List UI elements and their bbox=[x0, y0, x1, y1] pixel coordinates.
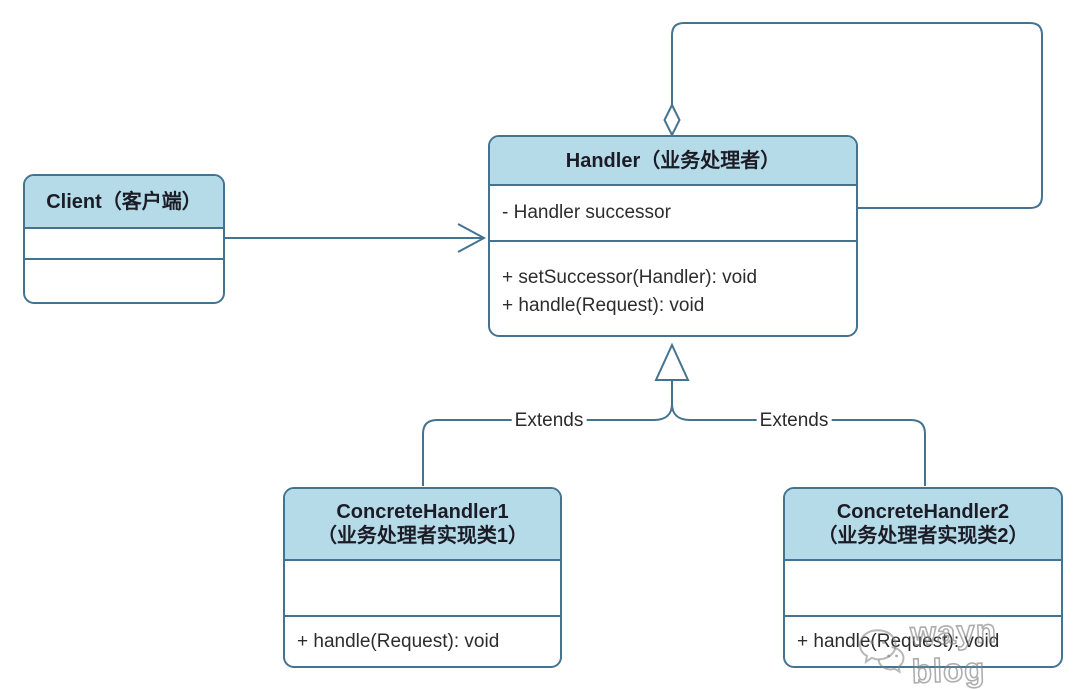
method-set-successor: + setSuccessor(Handler): void bbox=[502, 267, 758, 288]
class-concrete-handler1-methods: + handle(Request): void bbox=[285, 615, 560, 666]
class-concrete-handler1-name: ConcreteHandler1 bbox=[336, 501, 509, 523]
class-client: Client（客户端） bbox=[23, 174, 225, 304]
class-client-methods bbox=[25, 258, 223, 302]
class-concrete-handler1: ConcreteHandler1 （业务处理者实现类1） + handle(Re… bbox=[283, 487, 562, 668]
extends-label-right: Extends bbox=[756, 410, 832, 432]
inheritance-triangle-icon bbox=[654, 342, 690, 381]
class-concrete-handler2: ConcreteHandler2 （业务处理者实现类2） + handle(Re… bbox=[783, 487, 1063, 668]
class-client-title: Client（客户端） bbox=[25, 176, 223, 227]
class-handler-title: Handler（业务处理者） bbox=[490, 137, 856, 184]
class-handler-title-text: Handler（业务处理者） bbox=[565, 149, 781, 172]
class-concrete-handler1-attributes bbox=[285, 559, 560, 615]
extends-label-left: Extends bbox=[511, 410, 587, 432]
class-concrete-handler1-cn-name: （业务处理者实现类1） bbox=[316, 525, 529, 547]
class-concrete-handler2-title: ConcreteHandler2 （业务处理者实现类2） bbox=[785, 489, 1061, 559]
method-handle: + handle(Request): void bbox=[502, 295, 705, 316]
method-handle: + handle(Request): void bbox=[297, 630, 500, 652]
association-arrow-client-handler bbox=[225, 223, 487, 253]
aggregation-diamond-icon bbox=[663, 102, 681, 138]
class-client-attributes bbox=[25, 227, 223, 258]
attribute-successor: - Handler successor bbox=[502, 202, 671, 223]
class-concrete-handler2-name: ConcreteHandler2 bbox=[836, 501, 1010, 523]
inheritance-connector bbox=[422, 342, 926, 486]
class-concrete-handler1-title: ConcreteHandler1 （业务处理者实现类1） bbox=[285, 489, 560, 559]
class-handler-attributes: - Handler successor bbox=[490, 184, 856, 240]
class-handler-methods: + setSuccessor(Handler): void + handle(R… bbox=[490, 240, 856, 335]
class-concrete-handler2-methods: + handle(Request): void bbox=[785, 615, 1061, 666]
class-handler: Handler（业务处理者） - Handler successor + set… bbox=[488, 135, 858, 337]
method-handle: + handle(Request): void bbox=[797, 630, 1000, 652]
class-concrete-handler2-attributes bbox=[785, 559, 1061, 615]
class-client-title-text: Client（客户端） bbox=[46, 190, 202, 213]
class-concrete-handler2-cn-name: （业务处理者实现类2） bbox=[817, 525, 1029, 547]
